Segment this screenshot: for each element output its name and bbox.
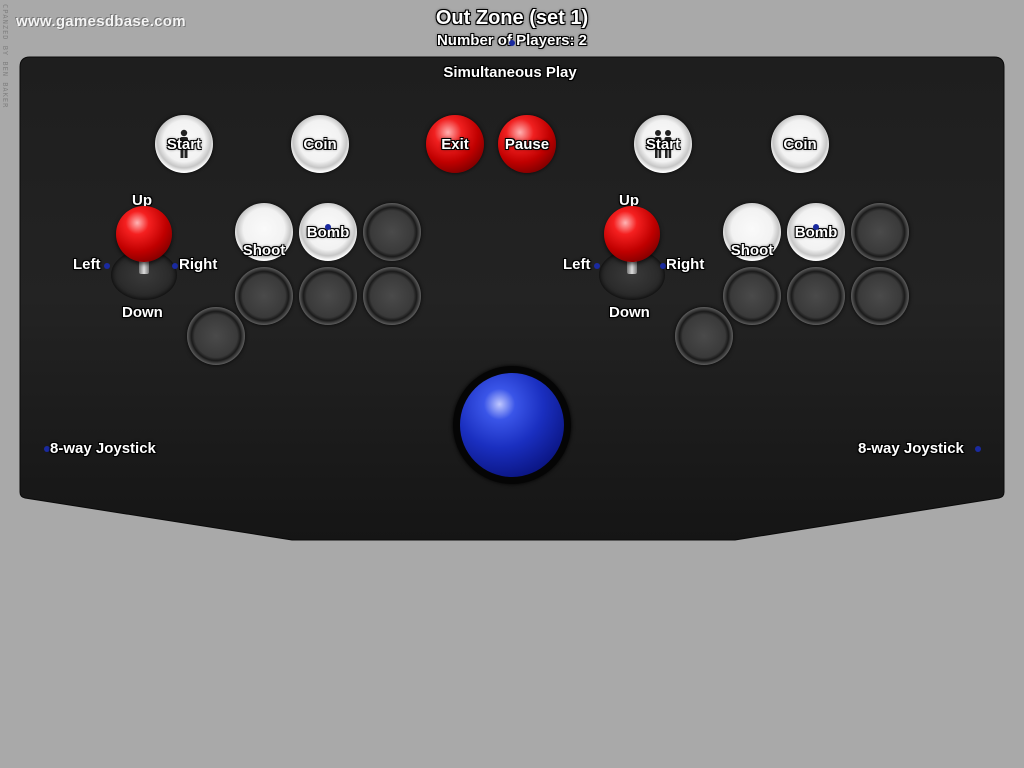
p2-unused-button-4[interactable] xyxy=(851,267,909,325)
p2-bomb-button[interactable]: Bomb xyxy=(787,203,845,261)
p2-bomb-label: Bomb xyxy=(794,223,838,241)
watermark: www.gamesdbase.com xyxy=(16,13,186,30)
p2-joystick-type-marker-dot xyxy=(975,446,981,452)
p2-joystick-shaft xyxy=(627,256,637,274)
p2-unused-button-1[interactable] xyxy=(851,203,909,261)
p1-joystick-down-label: Down xyxy=(122,304,163,321)
p2-joystick-left-label: Left xyxy=(563,256,591,273)
play-mode-label: Simultaneous Play xyxy=(443,64,577,81)
p1-coin-label: Coin xyxy=(303,135,337,153)
p1-shoot-button[interactable]: Shoot xyxy=(235,203,293,261)
p1-left-marker-dot xyxy=(104,263,110,269)
p1-joystick-left-label: Left xyxy=(73,256,101,273)
p2-joystick-down-label: Down xyxy=(609,304,650,321)
p2-joystick-type-label: 8-way Joystick xyxy=(858,440,964,457)
trackball[interactable] xyxy=(453,366,571,484)
p2-joystick-ball[interactable] xyxy=(604,206,660,262)
p1-bomb-button[interactable]: Bomb xyxy=(299,203,357,261)
p1-start-button[interactable]: Start xyxy=(155,115,213,173)
p1-joystick-type-marker-dot xyxy=(44,446,50,452)
p2-start-button[interactable]: Start xyxy=(634,115,692,173)
p1-start-label: Start xyxy=(166,135,202,153)
p1-right-marker-dot xyxy=(172,263,178,269)
p2-coin-button[interactable]: Coin xyxy=(771,115,829,173)
p1-joystick-right-label: Right xyxy=(179,256,218,273)
p1-unused-button-2[interactable] xyxy=(235,267,293,325)
p2-left-marker-dot xyxy=(594,263,600,269)
p2-bomb-marker-dot xyxy=(813,224,819,230)
p2-joystick-right-label: Right xyxy=(666,256,705,273)
p2-shoot-button[interactable]: Shoot xyxy=(723,203,781,261)
p1-joystick-type-label: 8-way Joystick xyxy=(50,440,156,457)
p2-coin-label: Coin xyxy=(783,135,817,153)
p2-joystick-up-label: Up xyxy=(619,192,639,209)
p2-right-marker-dot xyxy=(660,263,666,269)
p2-start-label: Start xyxy=(645,135,681,153)
p2-shoot-label: Shoot xyxy=(730,241,774,259)
p1-joystick-ball[interactable] xyxy=(116,206,172,262)
pause-label: Pause xyxy=(504,135,550,153)
p1-unused-button-4[interactable] xyxy=(363,267,421,325)
players-marker-dot xyxy=(509,40,515,46)
pause-button[interactable]: Pause xyxy=(498,115,556,173)
p1-bomb-label: Bomb xyxy=(306,223,350,241)
p2-unused-button-2[interactable] xyxy=(723,267,781,325)
p1-bomb-marker-dot xyxy=(325,224,331,230)
p1-joystick-up-label: Up xyxy=(132,192,152,209)
p2-unused-button-5[interactable] xyxy=(675,307,733,365)
p1-coin-button[interactable]: Coin xyxy=(291,115,349,173)
exit-label: Exit xyxy=(441,135,469,153)
p1-unused-button-5[interactable] xyxy=(187,307,245,365)
p1-unused-button-3[interactable] xyxy=(299,267,357,325)
p1-shoot-label: Shoot xyxy=(242,241,286,259)
p2-unused-button-3[interactable] xyxy=(787,267,845,325)
game-title: Out Zone (set 1) xyxy=(435,7,589,29)
trackball-ball xyxy=(460,373,564,477)
p1-joystick-shaft xyxy=(139,256,149,274)
exit-button[interactable]: Exit xyxy=(426,115,484,173)
p1-unused-button-1[interactable] xyxy=(363,203,421,261)
